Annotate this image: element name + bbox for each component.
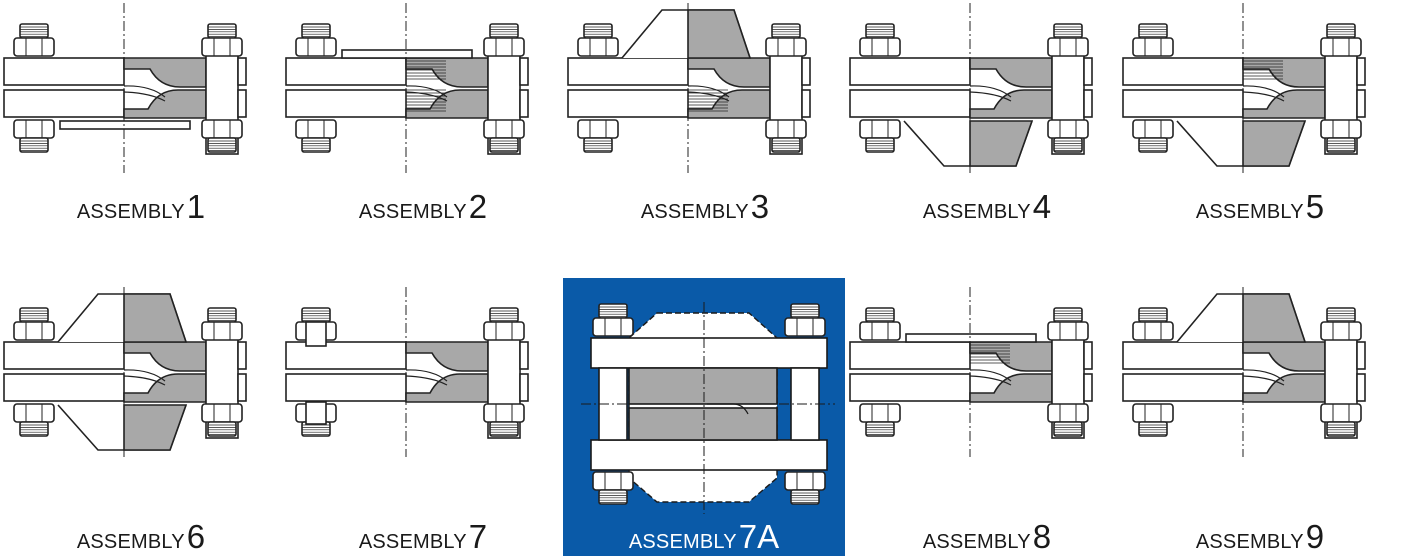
assembly-4-label: ASSEMBLY4 (922, 188, 1052, 225)
assembly-2-card[interactable]: ASSEMBLY2 (282, 0, 564, 278)
assembly-5-card[interactable]: ASSEMBLY5 (1119, 0, 1401, 278)
assembly-9-label: ASSEMBLY9 (1195, 518, 1325, 555)
assembly-1-drawing (3, 3, 247, 173)
assembly-7a-card[interactable]: ASSEMBLY7A (563, 278, 845, 556)
assembly-7-card[interactable]: ASSEMBLY7 (282, 278, 564, 556)
assembly-7a-label: ASSEMBLY7A (628, 518, 780, 555)
assembly-4-card[interactable]: ASSEMBLY4 (846, 0, 1128, 278)
assembly-9-drawing (1122, 287, 1366, 457)
assembly-1-card[interactable]: ASSEMBLY1 (0, 0, 282, 278)
assembly-8-label: ASSEMBLY8 (922, 518, 1052, 555)
assembly-2-drawing (285, 3, 529, 173)
assembly-3-label: ASSEMBLY3 (640, 188, 770, 225)
assembly-2-label: ASSEMBLY2 (358, 188, 488, 225)
assembly-3-drawing (567, 3, 811, 173)
assembly-3-card[interactable]: ASSEMBLY3 (564, 0, 846, 278)
assembly-8-drawing (849, 287, 1093, 457)
assembly-7-drawing (285, 287, 529, 457)
assembly-7a-drawing (581, 302, 835, 514)
assembly-8-card[interactable]: ASSEMBLY8 (846, 278, 1128, 556)
assembly-6-label: ASSEMBLY6 (76, 518, 206, 555)
assembly-4-drawing (849, 3, 1093, 173)
assembly-6-card[interactable]: ASSEMBLY6 (0, 278, 282, 556)
assembly-7-label: ASSEMBLY7 (358, 518, 488, 555)
assembly-5-drawing (1122, 3, 1366, 173)
assembly-9-card[interactable]: ASSEMBLY9 (1119, 278, 1401, 556)
assembly-5-label: ASSEMBLY5 (1195, 188, 1325, 225)
assembly-1-label: ASSEMBLY1 (76, 188, 206, 225)
assembly-6-drawing (3, 287, 247, 457)
